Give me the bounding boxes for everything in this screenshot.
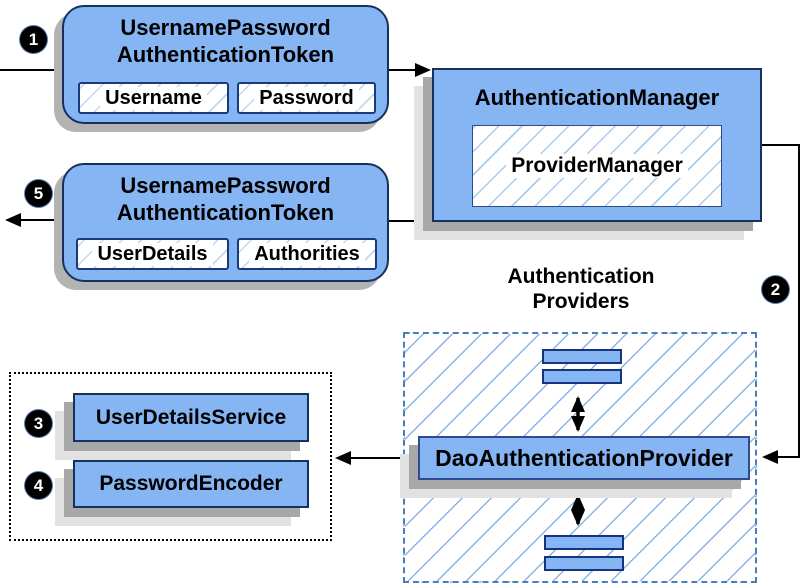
step-3-number: 3	[33, 413, 44, 433]
password-field-label: Password	[254, 86, 359, 110]
provider-manager-box: ProviderManager	[472, 125, 722, 207]
step-4-badge: 4	[25, 472, 52, 499]
authentication-providers-title: Authentication Providers	[431, 264, 731, 314]
request-token-title: UsernamePassword AuthenticationToken	[64, 14, 387, 68]
user-details-service-box: UserDetailsService	[73, 393, 309, 442]
response-token-title-line1: UsernamePassword	[120, 173, 331, 198]
password-field: Password	[237, 82, 376, 114]
step-1-number: 1	[28, 29, 39, 49]
authentication-manager-title: AuthenticationManager	[474, 85, 720, 110]
response-token-title-line2: AuthenticationToken	[116, 200, 335, 225]
user-details-field-label: UserDetails	[92, 242, 213, 266]
user-details-service-label: UserDetailsService	[95, 405, 287, 429]
response-token-box: UsernamePassword AuthenticationToken Use…	[62, 163, 389, 282]
provider-placeholder-bar-1	[542, 349, 622, 364]
step-2-number: 2	[770, 279, 781, 299]
response-token-title: UsernamePassword AuthenticationToken	[64, 172, 387, 226]
authorities-field: Authorities	[237, 238, 377, 270]
step-3-badge: 3	[25, 410, 52, 437]
username-field-label: Username	[100, 86, 207, 110]
password-encoder-box: PasswordEncoder	[73, 460, 309, 508]
provider-placeholder-bar-4	[544, 556, 624, 571]
provider-manager-label: ProviderManager	[506, 154, 688, 178]
user-details-field: UserDetails	[76, 238, 229, 270]
authorities-field-label: Authorities	[249, 242, 365, 266]
dao-authentication-provider-label: DaoAuthenticationProvider	[435, 444, 733, 471]
request-token-box: UsernamePassword AuthenticationToken Use…	[62, 5, 389, 124]
password-encoder-label: PasswordEncoder	[99, 472, 283, 495]
step-1-badge: 1	[20, 26, 47, 53]
authentication-providers-title-line1: Authentication	[507, 265, 655, 288]
step-2-badge: 2	[762, 276, 789, 303]
step-5-number: 5	[33, 183, 44, 203]
username-field: Username	[78, 82, 229, 114]
request-token-title-line2: AuthenticationToken	[116, 42, 335, 67]
step-5-badge: 5	[25, 180, 52, 207]
authentication-manager-box: AuthenticationManager ProviderManager	[432, 68, 762, 222]
authentication-providers-title-line2: Providers	[532, 290, 630, 313]
provider-placeholder-bar-3	[544, 535, 624, 550]
request-token-title-line1: UsernamePassword	[120, 15, 331, 40]
step-4-number: 4	[33, 475, 44, 495]
provider-placeholder-bar-2	[542, 369, 622, 384]
dao-authentication-provider-box: DaoAuthenticationProvider	[418, 436, 750, 480]
